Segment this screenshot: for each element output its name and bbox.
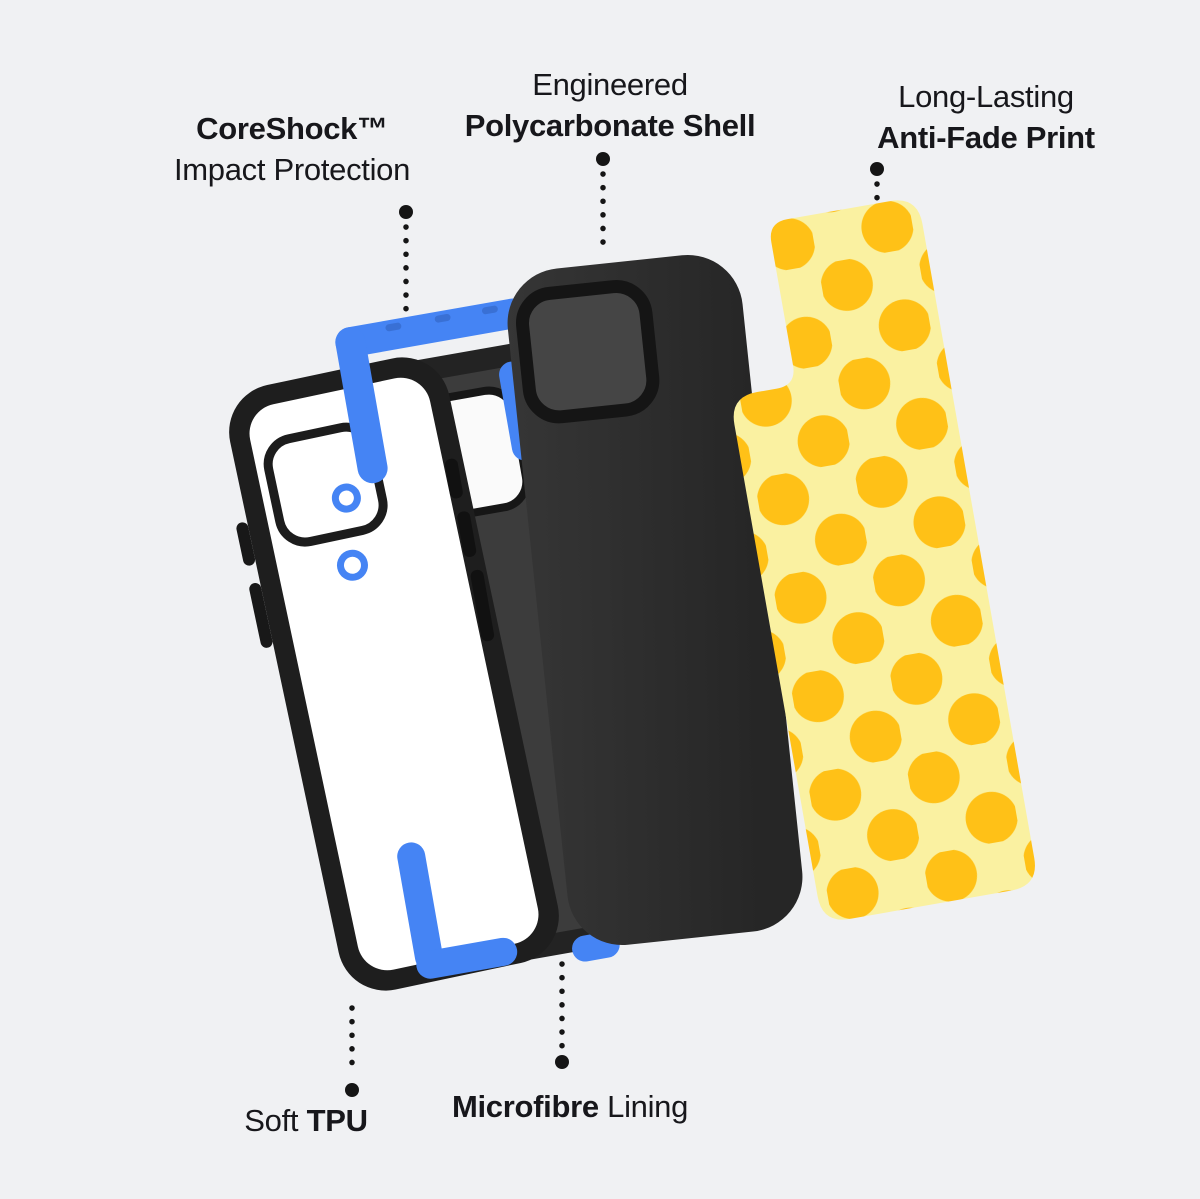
callout-coreshock-title: CoreShock™ (196, 111, 388, 146)
callout-shell-title: Polycarbonate Shell (464, 108, 756, 143)
callout-anti-fade-print: Long-Lasting Anti-Fade Print (786, 76, 1186, 158)
callout-print-title: Anti-Fade Print (877, 120, 1095, 155)
callout-microfibre-title: Microfibre (451, 1089, 599, 1124)
coreshock-corner-bottom (397, 842, 518, 979)
callout-coreshock-subtitle: Impact Protection (173, 152, 411, 187)
callout-shell-pretitle: Engineered (532, 67, 688, 102)
shell-camera-ring (516, 280, 660, 424)
callout-soft-tpu: Soft TPU (106, 1100, 506, 1141)
side-button-large (249, 582, 273, 648)
print-sheet (733, 200, 1035, 920)
connector-lines (349, 171, 880, 1077)
shell-body (507, 254, 803, 946)
coreshock-corner-top (335, 298, 528, 484)
camera-ring-accent-1 (331, 483, 361, 513)
connector-terminal-dots (345, 152, 884, 1097)
callout-tpu-title: TPU (306, 1103, 368, 1138)
polycarbonate-shell (507, 254, 803, 946)
callout-polycarbonate-shell: Engineered Polycarbonate Shell (410, 64, 810, 146)
camera-ring-accent-2 (336, 549, 368, 581)
tpu-bumper-case (229, 357, 559, 991)
callout-print-pretitle: Long-Lasting (898, 79, 1074, 114)
side-button-small (236, 522, 256, 566)
print-sheet-shape (733, 200, 1035, 920)
callout-microfibre-lining: Microfibre Lining (370, 1086, 770, 1127)
callout-microfibre-suffix: Lining (607, 1089, 689, 1124)
callout-tpu-prefix: Soft (244, 1103, 299, 1138)
inner-frame-buttons (444, 458, 495, 642)
callout-coreshock: CoreShock™ Impact Protection (92, 108, 492, 190)
